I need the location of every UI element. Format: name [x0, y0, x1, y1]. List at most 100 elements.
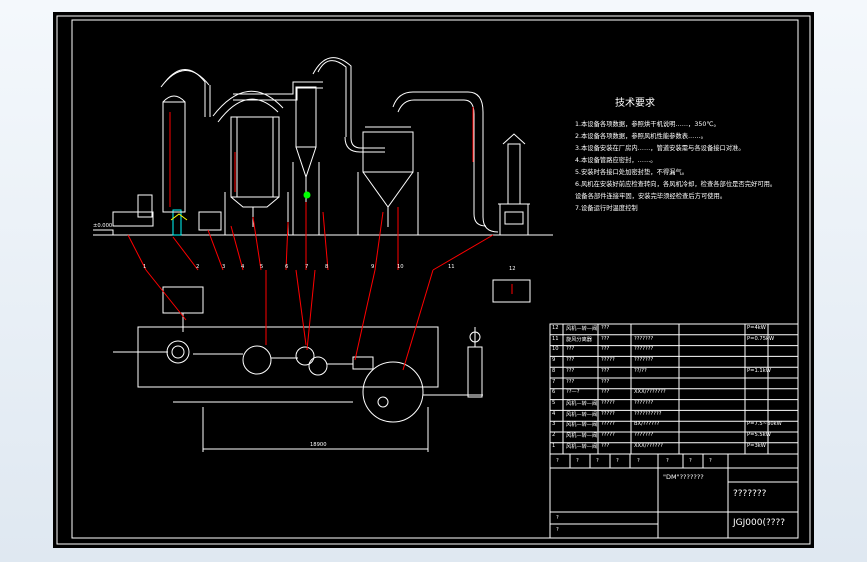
callout-2: 2	[196, 264, 200, 270]
parts-cell-name: 风机—转—阀	[566, 400, 598, 407]
legend-box	[492, 279, 531, 303]
parts-cell-name: ??—?	[566, 389, 580, 396]
parts-cell-no: 10	[552, 346, 559, 353]
callout-7: 7	[305, 264, 309, 270]
tb-cell: ?	[637, 458, 640, 464]
parts-cell-name: 风机—转—阀	[566, 433, 598, 439]
tech-req-item: 4.本设备管路应密封，……。	[575, 157, 657, 164]
tech-req-item: 6.风机在安装好前应检查转向，各风机冷却，检查各部位是否完好可用。	[575, 181, 777, 188]
parts-cell-no: 6	[552, 389, 556, 396]
parts-cell-name: ???	[566, 346, 575, 353]
parts-cell-name: ???	[566, 357, 575, 364]
callout-9: 9	[371, 264, 375, 270]
parts-cell-no: 12	[552, 325, 559, 331]
parts-cell-no: 11	[552, 335, 559, 342]
plan-filter	[362, 361, 424, 423]
heater-column	[162, 101, 186, 213]
callout-12: 12	[509, 266, 516, 272]
parts-cell-spec: ??????????	[634, 410, 662, 417]
tb-cell: ?	[666, 458, 669, 464]
tech-req-item: 3.本设备安装在厂房内……，管道安装需与各设备接口对准。	[575, 145, 745, 152]
parts-cell-spec: ??/??	[634, 367, 647, 374]
parts-cell-note: P=1.1kW	[747, 367, 771, 374]
tb-small-cell: ?	[556, 527, 559, 533]
parts-cell-no: 7	[552, 378, 556, 385]
parts-cell-note: P=0.75kW	[747, 335, 775, 342]
parts-cell-name: 风机—转—阀	[566, 422, 598, 429]
parts-cell-qty: ???	[601, 335, 610, 342]
parts-cell-spec: ???????	[634, 335, 654, 342]
tb-small-cell: ?	[556, 515, 559, 521]
parts-cell-no: 3	[552, 421, 556, 428]
inner-border	[71, 19, 799, 539]
drawing-title: "DM"???????	[663, 473, 704, 481]
tech-req-item: 5.安装时各接口处加密封垫，不得漏气。	[575, 169, 689, 176]
parts-cell-no: 9	[552, 357, 556, 364]
drawing-canvas	[56, 15, 811, 545]
parts-cell-note: P=3kW	[747, 442, 766, 449]
parts-cell-qty: ???	[601, 346, 610, 353]
tb-cell: ?	[576, 458, 579, 464]
parts-cell-qty: ???	[601, 389, 610, 396]
plan-building	[137, 326, 439, 388]
title-block-grid	[549, 453, 799, 539]
parts-cell-name: ???	[566, 367, 575, 374]
plan-hopper	[162, 286, 204, 314]
parts-cell-spec: ???????	[634, 399, 654, 406]
tech-req-item: 2.本设备各项数据，参照风机性能参数表……。	[575, 133, 707, 140]
parts-cell-qty: ?????	[601, 410, 615, 417]
parts-cell-name: ???	[566, 378, 575, 385]
parts-cell-name: 旋风分离器	[566, 336, 592, 343]
parts-cell-spec: ???????	[634, 346, 654, 353]
pump-box	[198, 211, 222, 231]
parts-cell-note: P=4kW	[747, 325, 766, 331]
tb-cell: ?	[709, 458, 712, 464]
parts-cell-qty: ?????	[601, 421, 615, 428]
tb-cell: ?	[616, 458, 619, 464]
parts-cell-no: 8	[552, 367, 556, 374]
parts-cell-no: 1	[552, 442, 556, 449]
parts-cell-spec: ???????	[634, 357, 654, 364]
parts-cell-no: 5	[552, 399, 556, 406]
callout-10: 10	[397, 264, 404, 270]
parts-cell-qty: ???	[601, 367, 610, 374]
elevation-view	[93, 57, 553, 271]
parts-cell-qty: ???	[601, 325, 610, 331]
drawing-number: JGJ000(????	[733, 518, 786, 528]
callout-6: 6	[285, 264, 289, 270]
parts-cell-name: 风机—转—阀	[566, 411, 598, 418]
parts-cell-qty: ???	[601, 442, 610, 449]
parts-cell-qty: ?????	[601, 357, 615, 364]
cyclone-1	[295, 86, 317, 148]
tb-cell: ?	[689, 458, 692, 464]
tb-cell: ?	[556, 458, 559, 464]
drawing-sheet: 技术要求 1.本设备各项数据，参照烘干机说明……，350℃。 2.本设备各项数据…	[53, 12, 814, 548]
callout-5: 5	[260, 264, 264, 270]
parts-cell-name: 风机—转—阀	[566, 326, 598, 332]
tech-req-title: 技术要求	[615, 98, 655, 109]
elevation-label: ±0.000	[93, 223, 113, 229]
parts-cell-spec: ???????	[634, 432, 654, 438]
plan-total-dim-label: 18900	[310, 442, 327, 448]
callout-1: 1	[143, 264, 147, 270]
parts-cell-name: 风机—转—阀	[566, 443, 598, 450]
callout-3: 3	[222, 264, 226, 270]
blower-unit	[112, 211, 154, 227]
parts-cell-no: 2	[552, 432, 556, 438]
tech-req-item: 7.设备运行时温度控制	[575, 205, 638, 212]
callout-8: 8	[325, 264, 329, 270]
parts-cell-spec: XXX/??????	[634, 442, 663, 449]
parts-cell-qty: ?????	[601, 432, 615, 438]
parts-cell-spec: BX/??????	[634, 421, 660, 428]
bag-filter	[362, 131, 414, 173]
tech-req-item: 1.本设备各项数据，参照烘干机说明……，350℃。	[575, 121, 720, 128]
plan-view	[113, 269, 531, 452]
company-name: ???????	[733, 489, 767, 499]
parts-cell-no: 4	[552, 410, 556, 417]
tech-req-item: 设备各部件连接牢固，安装完毕须经检查后方可使用。	[575, 193, 727, 200]
parts-cell-note: P=7.5~30kW	[747, 421, 782, 428]
exhaust-stack	[507, 143, 521, 205]
tb-cell: ?	[596, 458, 599, 464]
parts-cell-note: P=5.5kW	[747, 432, 771, 438]
